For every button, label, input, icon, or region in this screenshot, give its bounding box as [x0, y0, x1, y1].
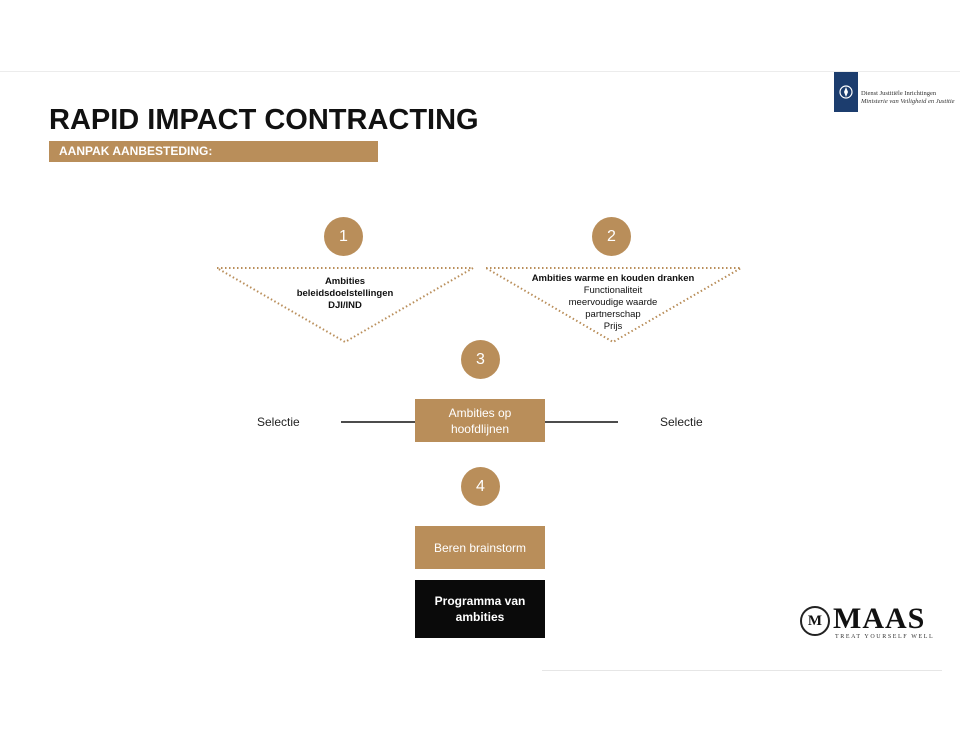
step-badge-4: 4	[461, 467, 500, 506]
brainstorm-box: Beren brainstorm	[415, 526, 545, 569]
page-title: RAPID IMPACT CONTRACTING	[49, 104, 479, 136]
selection-label-right: Selectie	[660, 415, 703, 429]
programma-box: Programma van ambities	[415, 580, 545, 638]
ambities-box-line2: hoofdlijnen	[450, 421, 510, 436]
triangle-right-heading: Ambities warme en kouden dranken	[531, 273, 695, 284]
triangle-left-line1: Ambities	[324, 276, 366, 287]
ambities-hoofdlijnen-box: Ambities op hoofdlijnen	[415, 399, 545, 442]
maas-tagline: TREAT YOURSELF WELL	[835, 634, 935, 640]
selection-label-left: Selectie	[257, 415, 300, 429]
step-badge-2: 2	[592, 217, 631, 256]
maas-wordmark: MAAS	[833, 602, 926, 635]
gov-logo-text: Dienst Justitiële Inrichtingen Ministeri…	[861, 90, 955, 106]
top-divider	[0, 71, 960, 72]
gov-logo-line1: Dienst Justitiële Inrichtingen	[861, 90, 937, 97]
triangle-right-item: Functionaliteit	[583, 285, 643, 296]
maas-mark-icon: M	[800, 606, 830, 636]
triangle-right-item: partnerschap	[585, 309, 641, 320]
maas-logo: M MAAS TREAT YOURSELF WELL	[800, 602, 933, 644]
triangle-right-item: Prijs	[603, 321, 623, 332]
triangle-left-text: Ambities beleidsdoelstellingen DJI/IND	[275, 276, 415, 312]
bottom-divider	[542, 670, 942, 671]
subtitle-bar: AANPAK AANBESTEDING:	[49, 141, 378, 162]
triangle-right-text: Ambities warme en kouden dranken Functio…	[513, 273, 713, 333]
step-badge-3: 3	[461, 340, 500, 379]
ambities-box-line1: Ambities op	[448, 405, 512, 420]
gov-logo: Dienst Justitiële Inrichtingen Ministeri…	[834, 72, 955, 114]
triangle-left-line3: DJI/IND	[328, 300, 362, 311]
gov-logo-line2: Ministerie van Veiligheid en Justitie	[861, 98, 955, 105]
step-badge-1: 1	[324, 217, 363, 256]
triangle-right-item: meervoudige waarde	[568, 297, 658, 308]
triangle-right-outline	[482, 267, 745, 344]
programma-box-line1: Programma van	[434, 594, 526, 608]
programma-box-line2: ambities	[455, 610, 505, 624]
coat-of-arms-icon	[834, 72, 858, 112]
triangle-left-line2: beleidsdoelstellingen	[296, 288, 394, 299]
triangle-left-outline	[213, 267, 477, 344]
